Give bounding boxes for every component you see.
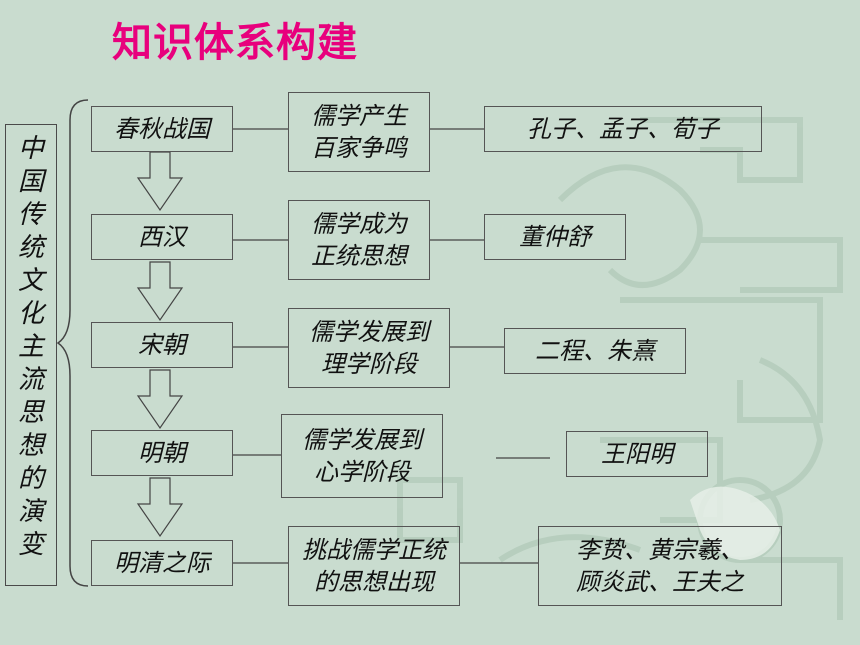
vertical-title-char: 演 xyxy=(17,497,44,527)
development-line-1: 儒学成为 xyxy=(311,210,407,238)
period-label: 明清之际 xyxy=(114,549,210,577)
period-box-4: 明朝 xyxy=(91,430,233,476)
vertical-title-char: 变 xyxy=(17,530,44,560)
period-box-5: 明清之际 xyxy=(91,540,233,586)
vertical-title-char: 流 xyxy=(17,365,44,395)
period-box-2: 西汉 xyxy=(91,214,233,260)
vertical-title-char: 主 xyxy=(17,332,44,362)
people-label: 二程、朱熹 xyxy=(535,337,655,365)
people-box-2: 董仲舒 xyxy=(484,214,626,260)
development-line-1: 儒学产生 xyxy=(311,102,407,130)
development-line-2: 正统思想 xyxy=(311,242,407,270)
development-line-2: 理学阶段 xyxy=(321,350,417,378)
people-line-1: 李贽、黄宗羲、 xyxy=(576,536,744,564)
period-box-3: 宋朝 xyxy=(91,322,233,368)
page-title: 知识体系构建 xyxy=(112,20,358,66)
development-line-2: 心学阶段 xyxy=(314,458,410,486)
vertical-title-char: 的 xyxy=(17,464,44,494)
vertical-title: 中国传统文化主流思想的演变 xyxy=(5,124,57,586)
down-arrow-4 xyxy=(136,477,184,538)
vertical-title-char: 文 xyxy=(17,266,44,296)
development-line-2: 的思想出现 xyxy=(314,568,434,596)
development-line-1: 挑战儒学正统 xyxy=(302,536,446,564)
people-label: 孔子、孟子、荀子 xyxy=(527,115,719,143)
development-box-4: 儒学发展到 心学阶段 xyxy=(281,414,443,498)
period-box-1: 春秋战国 xyxy=(91,106,233,152)
vertical-title-char: 传 xyxy=(17,200,44,230)
period-label: 宋朝 xyxy=(138,331,186,359)
vertical-title-char: 想 xyxy=(17,431,44,461)
development-line-1: 儒学发展到 xyxy=(309,318,429,346)
vertical-title-char: 中 xyxy=(17,134,44,164)
down-arrow-3 xyxy=(136,369,184,430)
down-arrow-1 xyxy=(136,151,184,212)
people-box-3: 二程、朱熹 xyxy=(504,328,686,374)
development-line-2: 百家争鸣 xyxy=(311,134,407,162)
development-box-5: 挑战儒学正统 的思想出现 xyxy=(288,526,460,606)
period-label: 春秋战国 xyxy=(114,115,210,143)
left-brace xyxy=(56,99,89,587)
people-box-5: 李贽、黄宗羲、 顾炎武、王夫之 xyxy=(538,526,782,606)
vertical-title-char: 统 xyxy=(17,233,44,263)
period-label: 明朝 xyxy=(138,439,186,467)
vertical-title-char: 思 xyxy=(17,398,44,428)
people-box-1: 孔子、孟子、荀子 xyxy=(484,106,762,152)
down-arrow-2 xyxy=(136,261,184,322)
development-box-3: 儒学发展到 理学阶段 xyxy=(288,308,450,388)
people-label: 王阳明 xyxy=(601,440,673,468)
people-label: 董仲舒 xyxy=(519,223,591,251)
development-line-1: 儒学发展到 xyxy=(302,426,422,454)
period-label: 西汉 xyxy=(138,223,186,251)
development-box-2: 儒学成为 正统思想 xyxy=(288,200,430,280)
development-box-1: 儒学产生 百家争鸣 xyxy=(288,92,430,172)
people-line-2: 顾炎武、王夫之 xyxy=(576,568,744,596)
vertical-title-char: 国 xyxy=(17,167,44,197)
people-box-4: 王阳明 xyxy=(566,431,708,477)
vertical-title-char: 化 xyxy=(17,299,44,329)
